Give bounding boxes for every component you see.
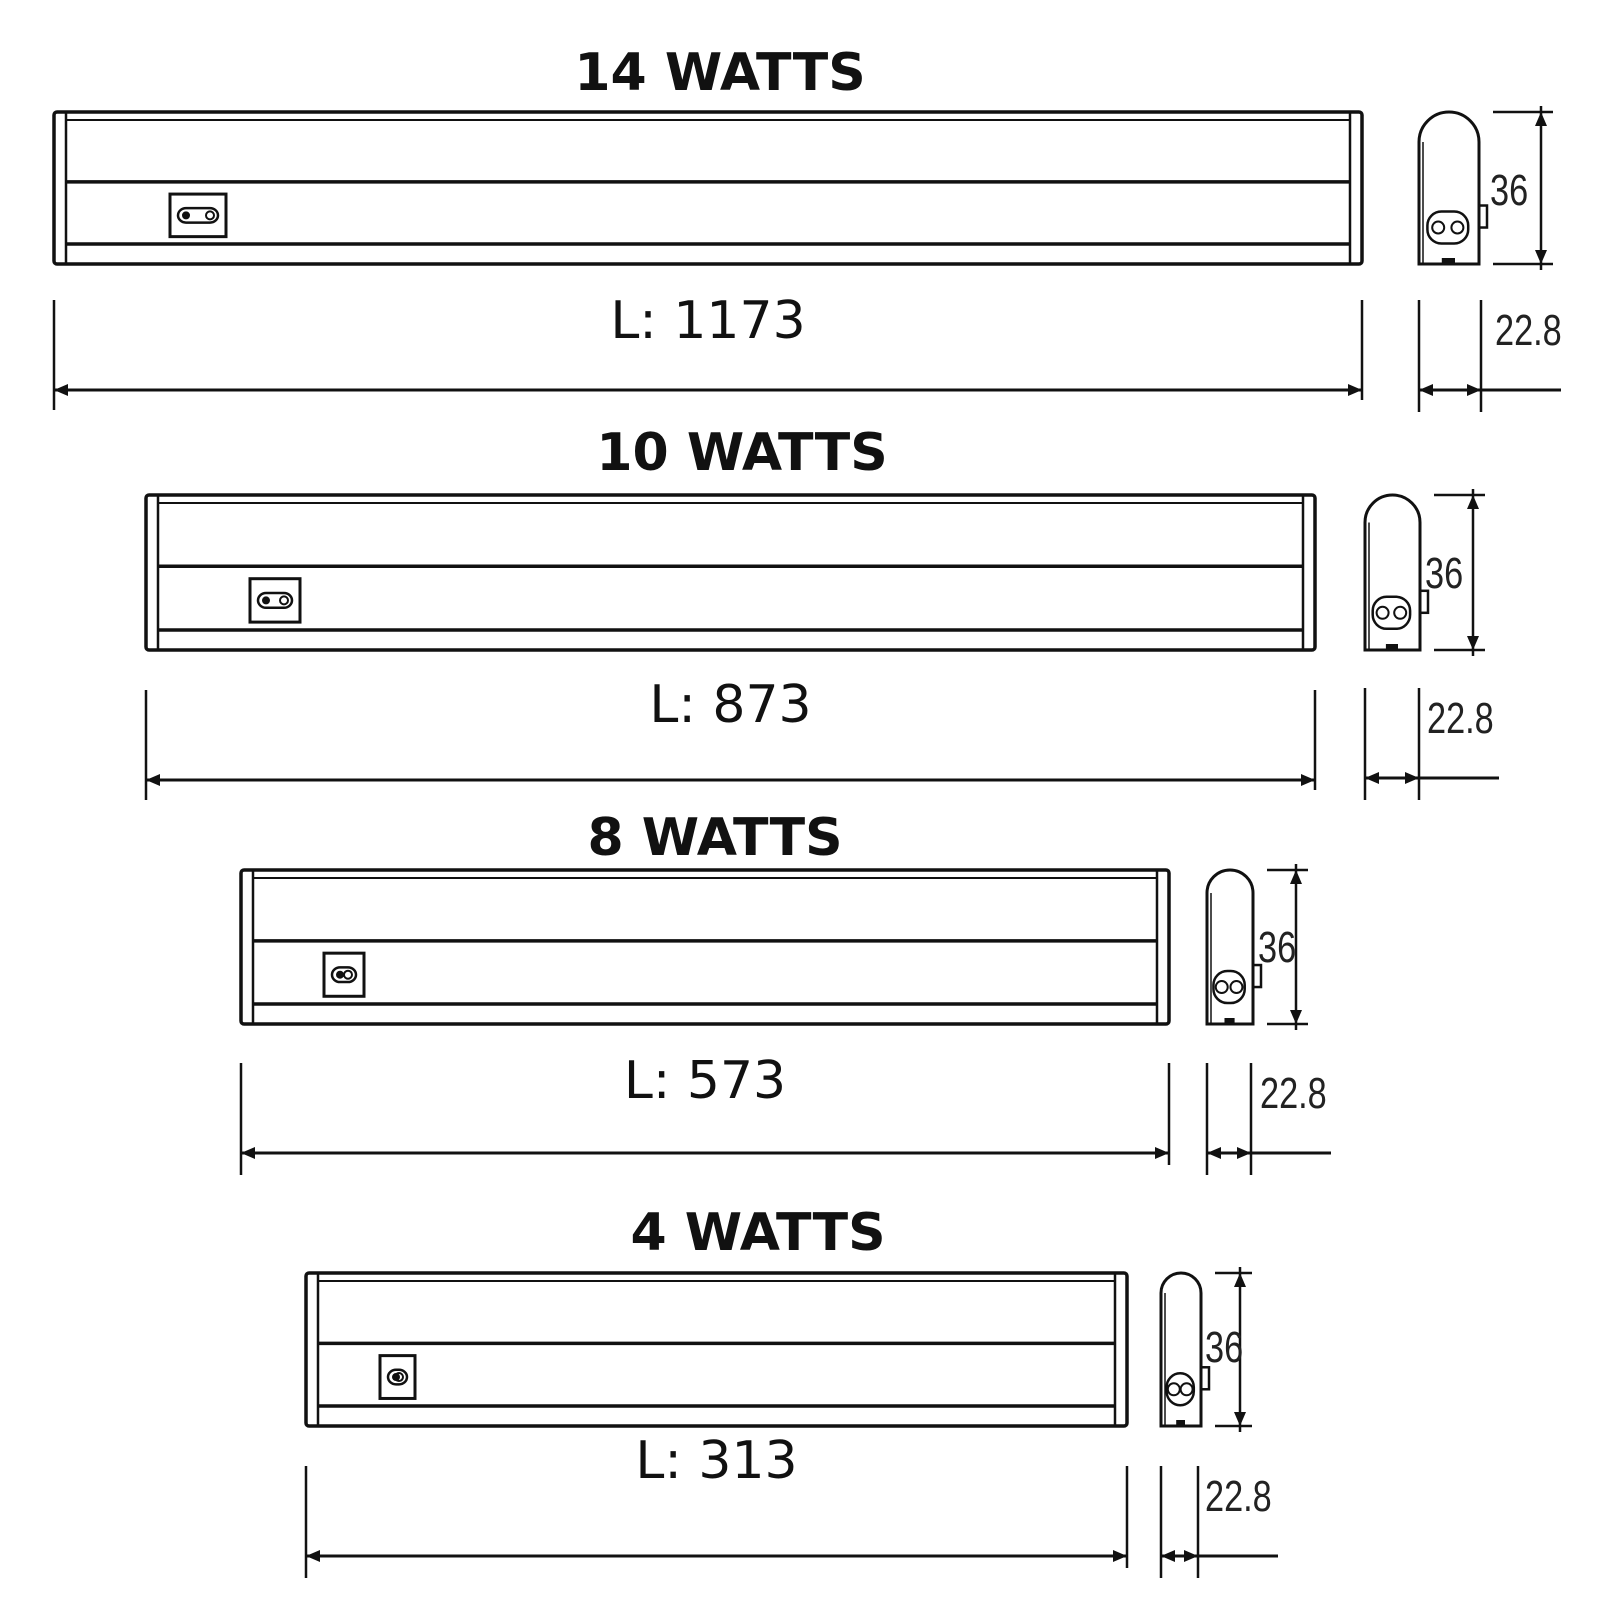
height-label: 36 xyxy=(1490,166,1528,215)
fixture-group: 10 WATTS L: 873 36 22.8 xyxy=(144,423,1499,800)
length-label: L: 573 xyxy=(624,1051,786,1111)
depth-dimension: 22.8 xyxy=(1363,688,1499,800)
fixture-side-view xyxy=(1417,110,1489,266)
fixture-group: 8 WATTS L: 573 36 22.8 xyxy=(239,808,1331,1175)
power-socket xyxy=(378,1354,417,1400)
height-dimension: 36 xyxy=(1425,489,1485,656)
fixture-front-view xyxy=(304,1271,1129,1428)
power-socket xyxy=(322,951,366,998)
fixture-wattage-title: 10 WATTS xyxy=(596,423,887,483)
fixture-group: 14 WATTS L: 1173 36 22.8 xyxy=(52,43,1562,412)
height-label: 36 xyxy=(1258,923,1296,972)
depth-label: 22.8 xyxy=(1427,694,1494,743)
height-dimension: 36 xyxy=(1258,864,1308,1030)
height-label: 36 xyxy=(1425,549,1463,598)
fixture-side-view xyxy=(1205,868,1263,1026)
length-dimension: L: 573 xyxy=(239,1051,1171,1175)
depth-dimension: 22.8 xyxy=(1417,300,1562,412)
length-label: L: 1173 xyxy=(610,291,805,351)
depth-dimension: 22.8 xyxy=(1159,1466,1278,1578)
fixture-front-view xyxy=(239,868,1171,1026)
power-socket xyxy=(248,577,302,624)
length-label: L: 313 xyxy=(635,1431,797,1491)
fixture-front-view xyxy=(52,110,1364,266)
length-dimension: L: 873 xyxy=(144,675,1317,800)
fixture-group: 4 WATTS L: 313 36 22.8 xyxy=(304,1203,1278,1578)
length-dimension: L: 1173 xyxy=(52,291,1364,410)
depth-dimension: 22.8 xyxy=(1205,1063,1331,1175)
height-dimension: 36 xyxy=(1205,1267,1252,1432)
fixture-wattage-title: 4 WATTS xyxy=(630,1203,885,1263)
length-dimension: L: 313 xyxy=(304,1431,1129,1578)
depth-label: 22.8 xyxy=(1205,1472,1272,1521)
fixture-wattage-title: 14 WATTS xyxy=(574,43,865,103)
fixture-side-view xyxy=(1363,493,1430,652)
length-label: L: 873 xyxy=(649,675,811,735)
fixture-wattage-title: 8 WATTS xyxy=(587,808,842,868)
height-label: 36 xyxy=(1205,1323,1243,1372)
depth-label: 22.8 xyxy=(1260,1069,1327,1118)
fixture-side-view xyxy=(1159,1271,1211,1428)
height-dimension: 36 xyxy=(1490,106,1553,270)
fixture-front-view xyxy=(144,493,1317,652)
depth-label: 22.8 xyxy=(1495,306,1562,355)
power-socket xyxy=(168,192,228,239)
